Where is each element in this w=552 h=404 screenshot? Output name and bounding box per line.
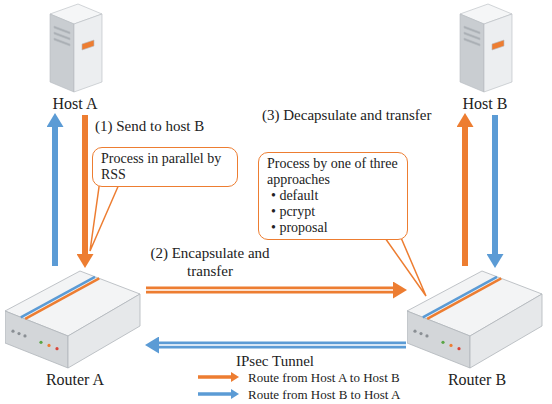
step-label: (3) Decapsulate and transfer bbox=[262, 106, 437, 124]
step-label: IPsec Tunnel bbox=[215, 352, 335, 370]
callout-bubble: Process by one of three approaches• defa… bbox=[258, 152, 408, 240]
router-stripe bbox=[423, 277, 497, 318]
server-face bbox=[464, 38, 480, 46]
legend-row: Route from Host B to Host A bbox=[198, 386, 400, 402]
router-led bbox=[457, 347, 460, 350]
step-label: (2) Encapsulate and transfer bbox=[145, 244, 275, 280]
route-group bbox=[55, 127, 56, 266]
router-led bbox=[17, 332, 20, 335]
server-face bbox=[50, 14, 74, 92]
device-name: Router B bbox=[407, 370, 547, 389]
route-arrow bbox=[492, 115, 498, 254]
router-led bbox=[55, 347, 58, 350]
router-led bbox=[47, 344, 50, 347]
callout-text: Process by one of three approaches bbox=[267, 156, 399, 188]
router-led bbox=[441, 341, 444, 344]
router-icon bbox=[5, 268, 145, 370]
server-icon bbox=[440, 2, 530, 94]
router-led bbox=[425, 334, 428, 337]
route-group bbox=[495, 115, 496, 254]
tunnel-route bbox=[159, 342, 406, 349]
step-label: (1) Send to host B bbox=[95, 117, 235, 135]
legend-arrow-line bbox=[198, 392, 231, 396]
legend-text: Route from Host A to Host B bbox=[248, 370, 400, 385]
server-icon bbox=[30, 2, 120, 94]
router: Router B bbox=[407, 268, 547, 389]
router-led bbox=[419, 332, 422, 335]
router-face bbox=[5, 311, 68, 368]
legend-row: Route from Host A to Host B bbox=[198, 369, 400, 385]
server-face bbox=[484, 14, 512, 92]
host-server: Host A bbox=[30, 2, 120, 113]
router-face bbox=[407, 311, 470, 368]
server-face bbox=[492, 40, 504, 50]
route-group bbox=[85, 115, 86, 254]
route-group bbox=[465, 127, 466, 266]
legend-text: Route from Host B to Host A bbox=[248, 387, 400, 402]
router-stripe bbox=[427, 278, 501, 318]
device-name: Host B bbox=[440, 94, 530, 113]
server-face bbox=[460, 14, 484, 92]
callout-bubble: Process in parallel by RSS bbox=[92, 147, 238, 187]
router-led bbox=[39, 341, 42, 344]
server-face bbox=[54, 38, 70, 46]
server-face bbox=[74, 14, 102, 92]
tunnel-inner-line bbox=[159, 344, 406, 346]
router-led bbox=[413, 330, 416, 333]
router-led bbox=[11, 330, 14, 333]
router-face bbox=[68, 294, 140, 368]
router-led bbox=[23, 334, 26, 337]
router-stripe bbox=[25, 278, 99, 318]
tunnel-inner-line bbox=[146, 289, 393, 291]
tunnel-route bbox=[146, 287, 393, 294]
legend-arrow bbox=[198, 388, 240, 400]
router: Router A bbox=[5, 268, 145, 389]
route-arrow bbox=[462, 127, 468, 266]
bullet-item: • default bbox=[267, 188, 399, 204]
host-server: Host B bbox=[440, 2, 530, 113]
router-face bbox=[470, 294, 542, 368]
router-stripe bbox=[21, 277, 95, 318]
route-arrow bbox=[82, 115, 88, 254]
device-name: Host A bbox=[30, 94, 120, 113]
route-group bbox=[146, 290, 393, 291]
legend-arrow bbox=[198, 371, 240, 383]
router-led bbox=[449, 344, 452, 347]
router-icon bbox=[407, 268, 547, 370]
device-name: Router A bbox=[5, 370, 145, 389]
legend-arrow-line bbox=[198, 375, 231, 379]
route-group bbox=[159, 345, 406, 346]
bullet-item: • proposal bbox=[267, 220, 399, 236]
callout-text: Process in parallel by RSS bbox=[101, 151, 229, 183]
callout-tail bbox=[90, 180, 120, 251]
server-face bbox=[82, 40, 94, 50]
bullet-item: • pcrypt bbox=[267, 204, 399, 220]
route-arrow bbox=[52, 127, 58, 266]
